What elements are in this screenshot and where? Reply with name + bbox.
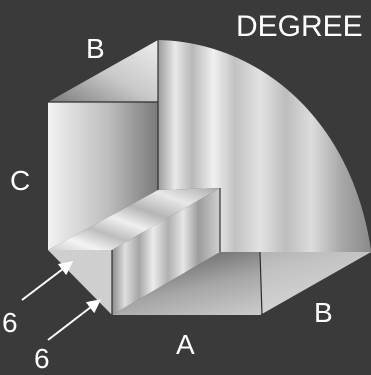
label-bottom-a: A — [176, 329, 195, 360]
arrow-upper — [21, 261, 74, 301]
label-top-b: B — [86, 33, 105, 64]
collar-end-face — [48, 250, 112, 315]
label-bottom-b: B — [314, 297, 333, 328]
left-side-panel — [48, 102, 158, 250]
label-arrow-lower-6: 6 — [34, 343, 50, 374]
curved-front-face — [158, 40, 371, 252]
collar-front-face — [112, 188, 220, 315]
label-arrow-upper-6: 6 — [2, 307, 18, 338]
arrow-lower — [47, 299, 102, 341]
top-face — [48, 40, 158, 102]
label-left-c: C — [10, 165, 30, 196]
collar-top-face — [48, 188, 220, 250]
outline-edges — [48, 40, 263, 316]
title-degree: DEGREE — [236, 10, 363, 43]
floor-right-edge — [260, 252, 371, 314]
